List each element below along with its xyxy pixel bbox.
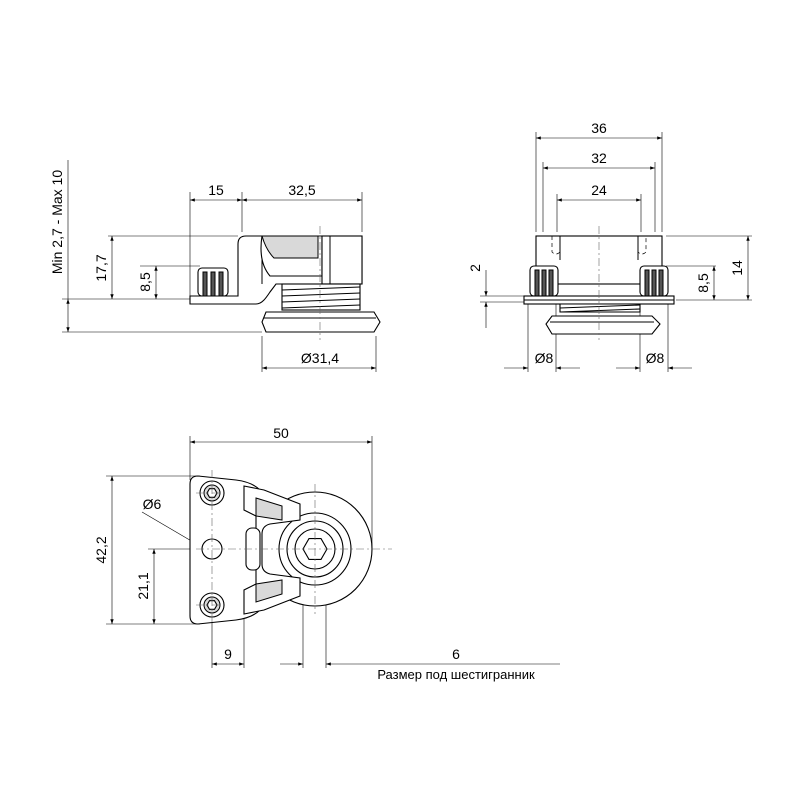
dim-17-7: 17,7 xyxy=(93,254,109,281)
dim-6: 6 xyxy=(452,646,460,662)
dim-14: 14 xyxy=(729,260,745,276)
dim-d31-4: Ø31,4 xyxy=(301,350,339,366)
dim-24: 24 xyxy=(591,182,607,198)
dim-36: 36 xyxy=(591,120,607,136)
dim-2: 2 xyxy=(467,264,483,272)
dim-15: 15 xyxy=(208,182,224,198)
dim-8-5: 8,5 xyxy=(137,272,153,292)
dim-8-5-front: 8,5 xyxy=(695,273,711,293)
top-view: 50 Ø6 42,2 21,1 9 6 Размер под шестигран… xyxy=(93,425,560,682)
dim-21-1: 21,1 xyxy=(135,572,151,599)
dim-d8-left: Ø8 xyxy=(535,350,554,366)
hex-size-note: Размер под шестигранник xyxy=(377,667,535,682)
dim-adjust-range: Min 2,7 - Max 10 xyxy=(49,170,65,274)
dim-d8-right: Ø8 xyxy=(646,350,665,366)
dim-50: 50 xyxy=(273,425,289,441)
front-view: 36 32 24 2 8,5 14 Ø8 Ø8 xyxy=(467,120,752,372)
dim-32-5: 32,5 xyxy=(288,182,315,198)
side-view: 15 32,5 17,7 8,5 Min 2,7 - Max 10 Ø31,4 xyxy=(49,160,381,372)
dim-42-2: 42,2 xyxy=(93,536,109,563)
dim-32: 32 xyxy=(591,150,607,166)
dim-d6: Ø6 xyxy=(143,496,162,512)
dim-9: 9 xyxy=(224,646,232,662)
